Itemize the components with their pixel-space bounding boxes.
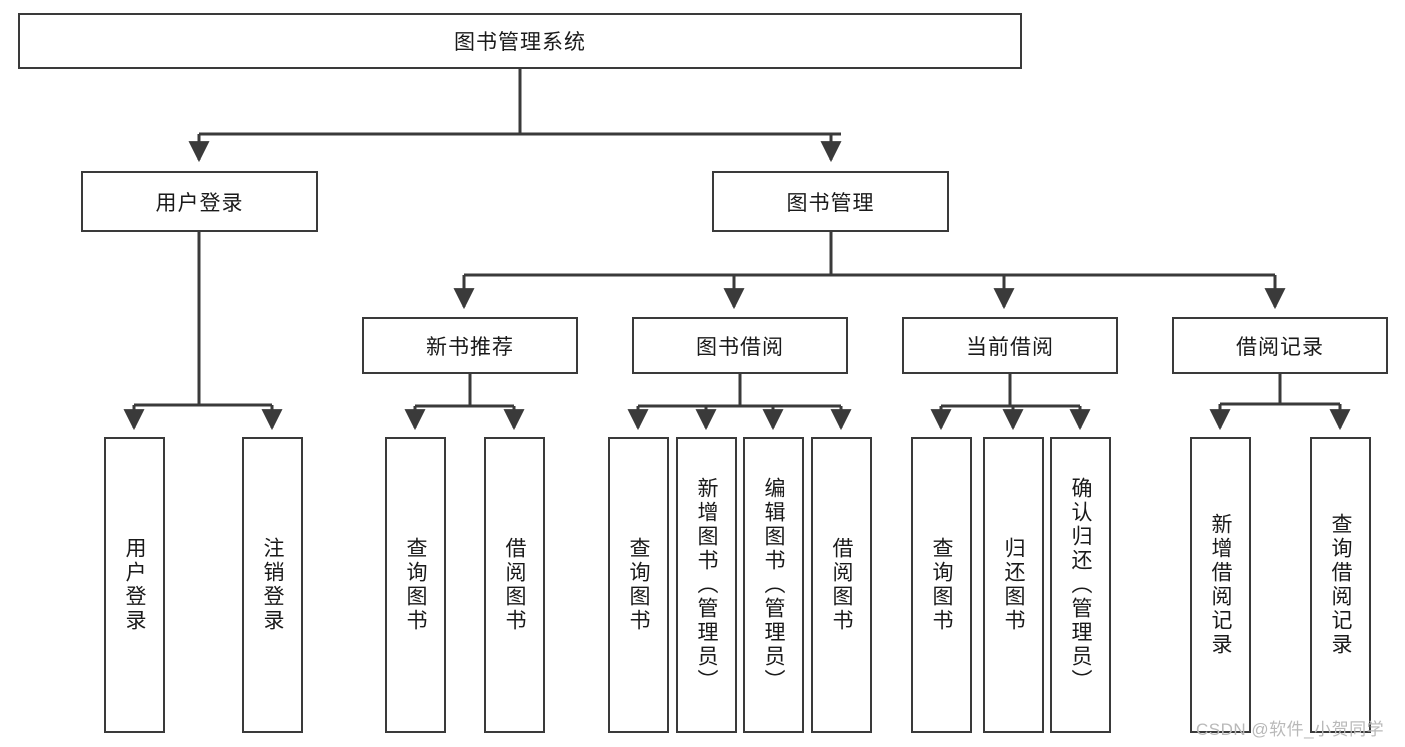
leaf-node[interactable]: 新增借阅记录: [1190, 437, 1251, 733]
level2-node[interactable]: 图书管理: [712, 171, 949, 232]
leaf-label: 归还图书: [1002, 537, 1025, 633]
leaf-node[interactable]: 查询借阅记录: [1310, 437, 1371, 733]
level3-node[interactable]: 图书借阅: [632, 317, 848, 374]
leaf-label: 新增借阅记录: [1209, 513, 1232, 657]
leaf-label: 借阅图书: [503, 537, 526, 633]
leaf-label: 查询借阅记录: [1329, 513, 1352, 657]
level3-node[interactable]: 借阅记录: [1172, 317, 1388, 374]
leaf-label: 查询图书: [627, 537, 650, 633]
leaf-label: 编辑图书（管理员）: [762, 477, 785, 693]
leaf-node[interactable]: 借阅图书: [484, 437, 545, 733]
root-node[interactable]: 图书管理系统: [18, 13, 1022, 69]
watermark-text: CSDN @软件_小贺同学: [1196, 720, 1385, 739]
level3-label: 图书借阅: [696, 335, 784, 359]
level2-label: 图书管理: [786, 191, 875, 215]
leaf-node[interactable]: 借阅图书: [811, 437, 872, 733]
leaf-label: 新增图书（管理员）: [695, 477, 718, 693]
level2-node[interactable]: 用户登录: [81, 171, 318, 232]
leaf-label: 注销登录: [261, 537, 284, 633]
leaf-node[interactable]: 用户登录: [104, 437, 165, 733]
leaf-node[interactable]: 确认归还（管理员）: [1050, 437, 1111, 733]
leaf-label: 查询图书: [930, 537, 953, 633]
leaf-node[interactable]: 编辑图书（管理员）: [743, 437, 804, 733]
level3-label: 新书推荐: [426, 335, 514, 359]
level3-label: 当前借阅: [966, 335, 1054, 359]
leaf-node[interactable]: 归还图书: [983, 437, 1044, 733]
leaf-label: 借阅图书: [830, 537, 853, 633]
leaf-node[interactable]: 注销登录: [242, 437, 303, 733]
leaf-label: 用户登录: [123, 537, 146, 633]
level2-label: 用户登录: [155, 191, 244, 215]
level3-node[interactable]: 新书推荐: [362, 317, 578, 374]
leaf-node[interactable]: 查询图书: [385, 437, 446, 733]
leaf-label: 查询图书: [404, 537, 427, 633]
level3-label: 借阅记录: [1236, 335, 1324, 359]
leaf-node[interactable]: 新增图书（管理员）: [676, 437, 737, 733]
level3-node[interactable]: 当前借阅: [902, 317, 1118, 374]
leaf-label: 确认归还（管理员）: [1069, 477, 1092, 693]
root-label: 图书管理系统: [454, 31, 586, 54]
leaf-node[interactable]: 查询图书: [911, 437, 972, 733]
leaf-node[interactable]: 查询图书: [608, 437, 669, 733]
